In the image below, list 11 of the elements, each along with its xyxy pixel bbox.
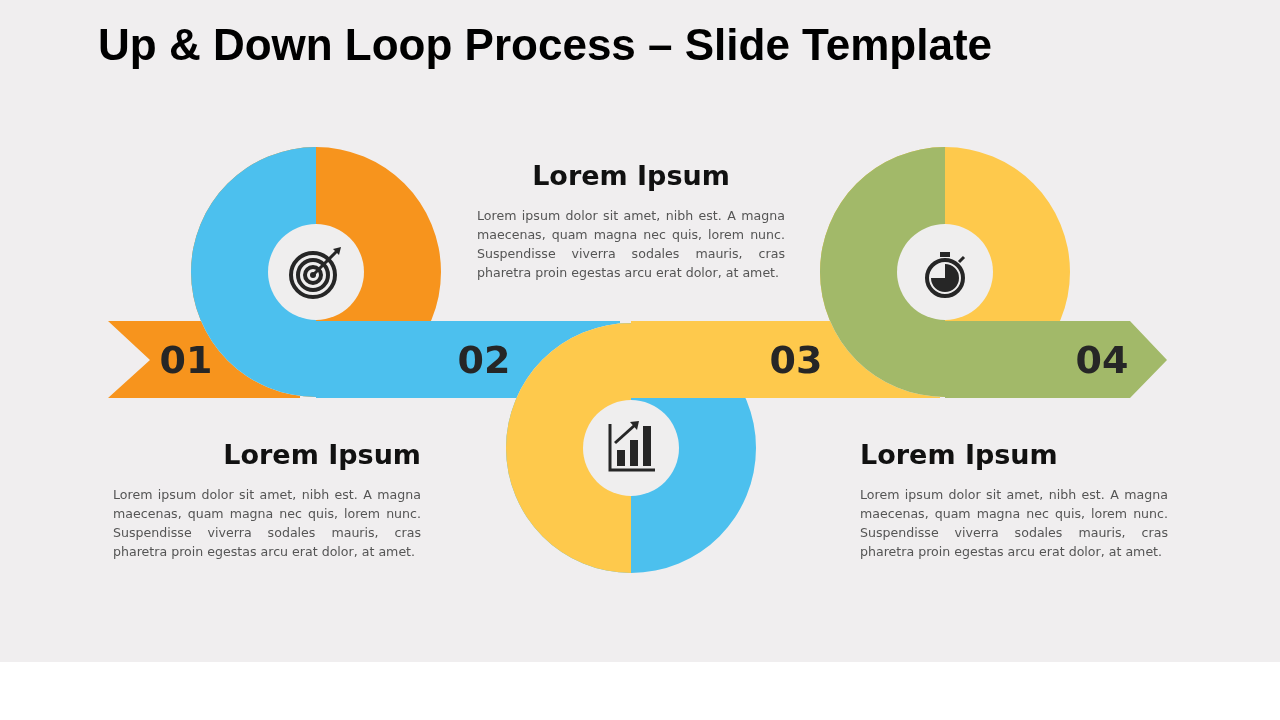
slide-title: Up & Down Loop Process – Slide Template <box>98 20 992 70</box>
step-number: 04 <box>1075 338 1129 382</box>
body-text: Lorem ipsum dolor sit amet, nibh est. A magna maecenas, quam magna nec quis, lorem nunc. Suspendisse viverra sodales mauris, cras pharetra proin egestas arcu erat dolor, at amet. <box>860 486 1168 561</box>
step-number: 02 <box>457 338 511 382</box>
heading: Lorem Ipsum <box>531 160 731 191</box>
heading: Lorem Ipsum <box>860 439 1059 470</box>
heading: Lorem Ipsum <box>222 439 421 470</box>
body-text: Lorem ipsum dolor sit amet, nibh est. A magna maecenas, quam magna nec quis, lorem nunc. Suspendisse viverra sodales mauris, cras pharetra proin egestas arcu erat dolor, at amet. <box>477 207 785 282</box>
step-number: 01 <box>159 338 213 382</box>
body-text: Lorem ipsum dolor sit amet, nibh est. A magna maecenas, quam magna nec quis, lorem nunc. Suspendisse viverra sodales mauris, cras pharetra proin egestas arcu erat dolor, at amet. <box>113 486 421 561</box>
step-number: 03 <box>769 338 823 382</box>
